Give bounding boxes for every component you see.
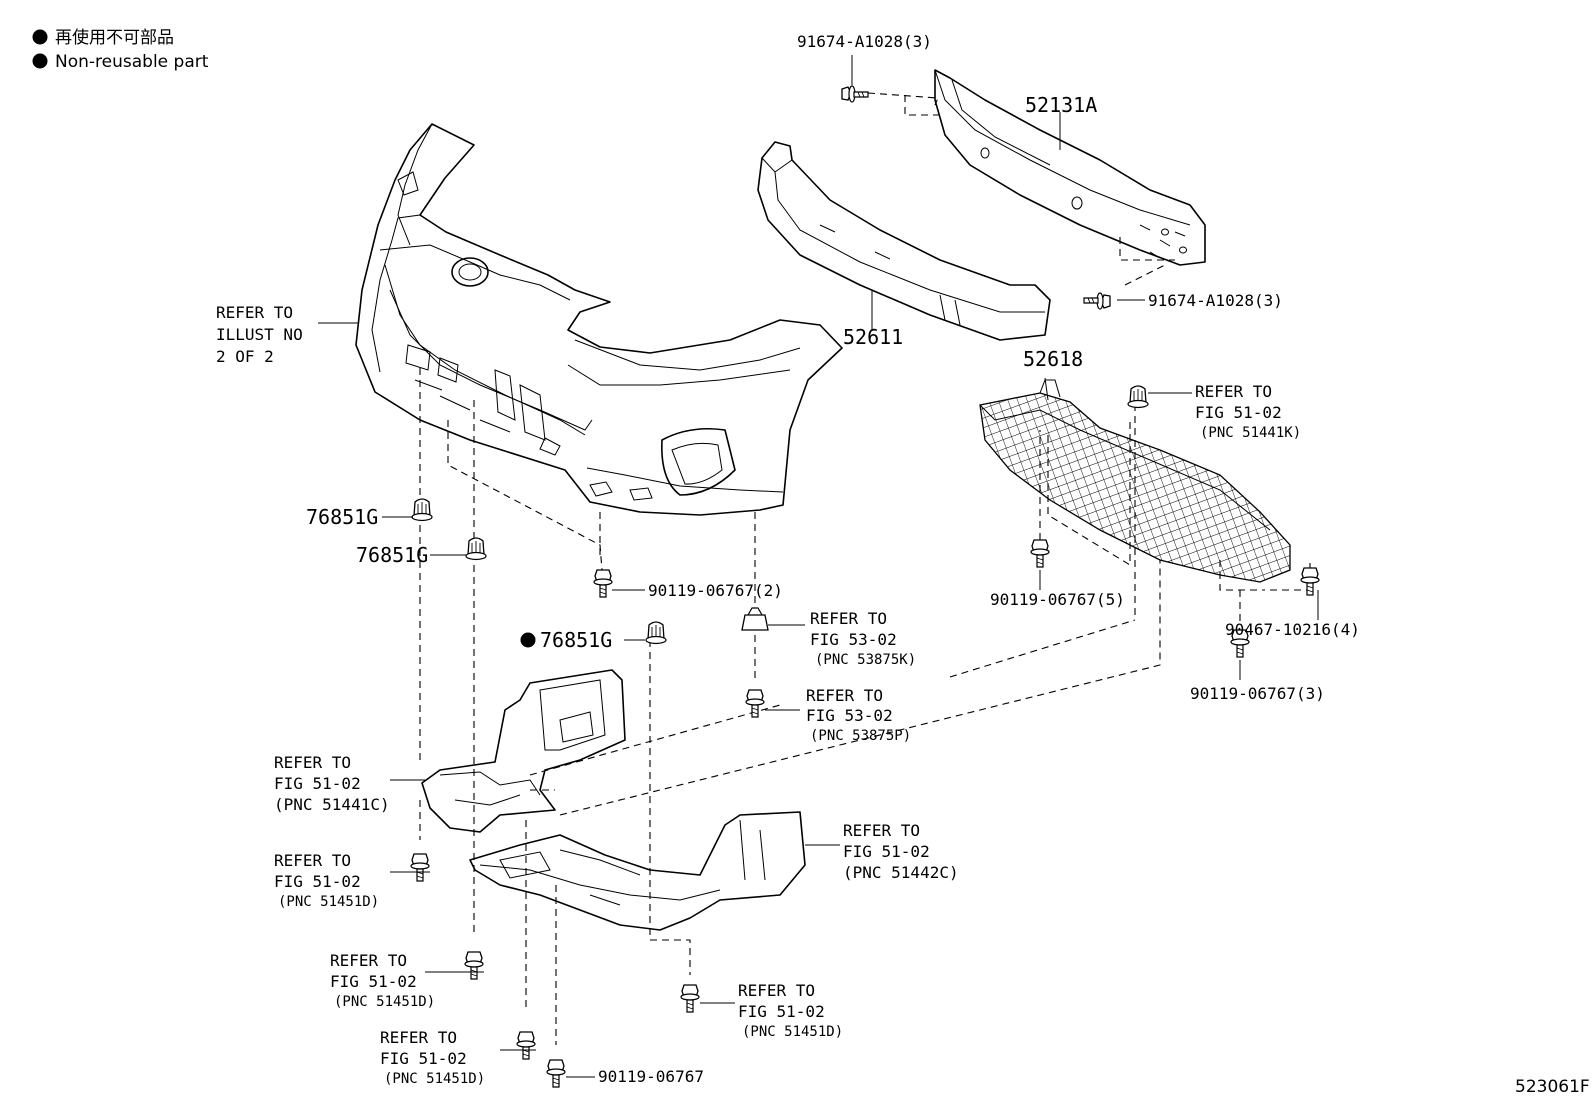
clip-icon (1127, 385, 1149, 409)
svg-text:(PNC 53875P): (PNC 53875P) (810, 728, 911, 744)
label-screw-3: 90119-06767(3) (1190, 684, 1325, 703)
svg-text:FIG 51-02: FIG 51-02 (1195, 403, 1282, 422)
svg-text:FIG 51-02: FIG 51-02 (380, 1049, 467, 1068)
screw-icon (1030, 539, 1050, 568)
svg-text:REFER TO: REFER TO (216, 303, 293, 322)
callout-refer-53875p: REFER TO FIG 53-02 (PNC 53875P) (806, 686, 911, 744)
callout-refer-51451d-b: REFER TO FIG 51-02 (PNC 51451D) (330, 951, 435, 1010)
legend: 再使用不可部品 Non-reusable part (32, 27, 209, 72)
screw-icon (546, 1059, 566, 1088)
svg-text:REFER TO: REFER TO (810, 609, 887, 628)
svg-text:REFER TO: REFER TO (330, 951, 407, 970)
legend-line-1: 再使用不可部品 (55, 27, 174, 48)
label-screw-1: 90119-06767 (598, 1067, 704, 1086)
non-reusable-dot-icon (32, 53, 48, 69)
label-bolt-right: 91674-A1028(3) (1148, 291, 1283, 310)
svg-text:(PNC 51451D): (PNC 51451D) (278, 894, 379, 910)
svg-text:2 OF 2: 2 OF 2 (216, 347, 274, 366)
svg-text:REFER TO: REFER TO (738, 981, 815, 1000)
svg-text:FIG 53-02: FIG 53-02 (806, 706, 893, 725)
figure-code: 523061F (1515, 1077, 1590, 1097)
svg-text:FIG 53-02: FIG 53-02 (810, 630, 897, 649)
engine-under-cover-left (421, 669, 626, 833)
clip-icon (411, 498, 433, 522)
svg-text:(PNC 51442C): (PNC 51442C) (843, 863, 959, 882)
bumper-bracket-52618 (979, 379, 1291, 583)
svg-text:(PNC 51451D): (PNC 51451D) (384, 1071, 485, 1087)
screw-icon (1300, 567, 1320, 596)
svg-text:ILLUST NO: ILLUST NO (216, 325, 303, 344)
engine-under-cover-center (469, 811, 806, 931)
callout-refer-51441c: REFER TO FIG 51-02 (PNC 51441C) (274, 753, 390, 814)
screw-icon (410, 853, 430, 882)
screw-icon (745, 689, 765, 718)
non-reusable-dot-icon (32, 29, 48, 45)
svg-text:(PNC 51441C): (PNC 51441C) (274, 795, 390, 814)
svg-text:REFER TO: REFER TO (843, 821, 920, 840)
callout-refer-51442c: REFER TO FIG 51-02 (PNC 51442C) (843, 821, 959, 882)
label-76851G-b: 76851G (356, 543, 428, 567)
svg-text:(PNC 51451D): (PNC 51451D) (742, 1024, 843, 1040)
bolt-icon (841, 85, 869, 103)
front-bumper-cover (355, 123, 843, 516)
screw-icon (464, 951, 484, 980)
clip-icon (645, 621, 667, 645)
svg-text:REFER TO: REFER TO (274, 753, 351, 772)
callout-refer-51451d-c: REFER TO FIG 51-02 (PNC 51451D) (738, 981, 843, 1040)
labels: 91674-A1028(3) 52131A 91674-A1028(3) 526… (216, 32, 1590, 1097)
svg-text:(PNC 51451D): (PNC 51451D) (334, 994, 435, 1010)
svg-text:FIG 51-02: FIG 51-02 (738, 1002, 825, 1021)
label-bolt-top: 91674-A1028(3) (797, 32, 932, 51)
bumper-reinforcement-52131A (934, 69, 1206, 266)
label-52131A: 52131A (1025, 93, 1097, 117)
screw-icon (593, 569, 613, 598)
label-52618: 52618 (1023, 347, 1083, 371)
fasteners (410, 85, 1320, 1088)
svg-text:FIG 51-02: FIG 51-02 (274, 872, 361, 891)
non-reusable-dot-icon (520, 632, 536, 648)
label-clip-90467: 90467-10216(4) (1225, 620, 1360, 639)
svg-text:FIG 51-02: FIG 51-02 (274, 774, 361, 793)
callout-refer-illust: REFER TO ILLUST NO 2 OF 2 (216, 303, 303, 366)
label-76851G-a: 76851G (306, 505, 378, 529)
callout-refer-51451d-a: REFER TO FIG 51-02 (PNC 51451D) (274, 851, 379, 910)
screw-icon (680, 984, 700, 1013)
leader-lines (318, 55, 1319, 1078)
svg-text:FIG 51-02: FIG 51-02 (330, 972, 417, 991)
svg-text:REFER TO: REFER TO (274, 851, 351, 870)
callout-refer-51451d-d: REFER TO FIG 51-02 (PNC 51451D) (380, 1028, 485, 1087)
bolt-icon (1083, 292, 1111, 310)
legend-line-2: Non-reusable part (55, 52, 209, 72)
svg-text:(PNC 51441K): (PNC 51441K) (1200, 425, 1301, 441)
energy-absorber-52611 (757, 141, 1051, 341)
label-screw-2: 90119-06767(2) (648, 581, 783, 600)
label-52611: 52611 (843, 325, 903, 349)
label-screw-5: 90119-06767(5) (990, 590, 1125, 609)
clip-icon (465, 537, 487, 561)
label-76851G-c: 76851G (540, 628, 612, 652)
svg-text:REFER TO: REFER TO (380, 1028, 457, 1047)
screw-icon (516, 1031, 536, 1060)
svg-text:FIG 51-02: FIG 51-02 (843, 842, 930, 861)
callout-refer-53875k: REFER TO FIG 53-02 (PNC 53875K) (810, 609, 916, 668)
svg-text:REFER TO: REFER TO (806, 686, 883, 705)
svg-text:REFER TO: REFER TO (1195, 382, 1272, 401)
assembly-lines (419, 92, 1311, 1045)
callout-refer-51441k: REFER TO FIG 51-02 (PNC 51441K) (1195, 382, 1301, 441)
svg-text:(PNC 53875K): (PNC 53875K) (815, 652, 916, 668)
nut-clip-icon (741, 614, 769, 631)
